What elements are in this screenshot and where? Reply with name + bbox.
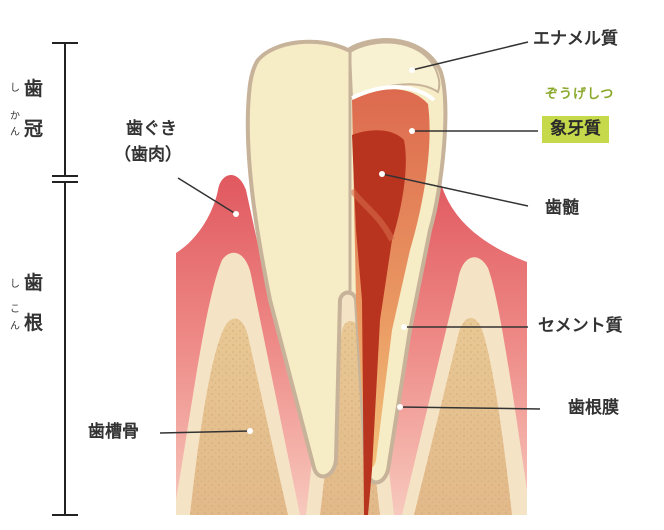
crown-ruby-1: し bbox=[10, 83, 20, 94]
label-dentin-reading: ぞうげしつ bbox=[545, 87, 615, 102]
crown-char-2: 冠 bbox=[24, 118, 44, 140]
label-cementum: セメント質 bbox=[538, 316, 623, 336]
root-ruby-2: こ bbox=[10, 304, 20, 315]
root-char-2: 根 bbox=[24, 312, 44, 334]
label-alveolar-bone: 歯槽骨 bbox=[88, 422, 139, 442]
label-enamel: エナメル質 bbox=[533, 29, 618, 49]
region-ruler bbox=[52, 42, 78, 516]
root-char-1: 歯 bbox=[24, 272, 44, 294]
label-dentin: 象牙質 bbox=[542, 116, 609, 143]
crown-ruby-3: ん bbox=[10, 127, 20, 138]
pulp bbox=[352, 130, 406, 515]
crown-char-1: 歯 bbox=[24, 78, 44, 100]
label-gum-line-2: （歯肉） bbox=[114, 145, 182, 165]
root-ruby-3: ん bbox=[10, 321, 20, 332]
label-pulp: 歯髄 bbox=[545, 198, 579, 218]
leader-lines bbox=[159, 41, 541, 434]
leader-dots bbox=[233, 67, 415, 434]
root-ruby-1: し bbox=[10, 279, 20, 290]
label-periodontal-ligament: 歯根膜 bbox=[568, 398, 619, 418]
label-gum-line-1: 歯ぐき bbox=[126, 119, 177, 139]
crown-ruby-2: か bbox=[10, 111, 20, 122]
